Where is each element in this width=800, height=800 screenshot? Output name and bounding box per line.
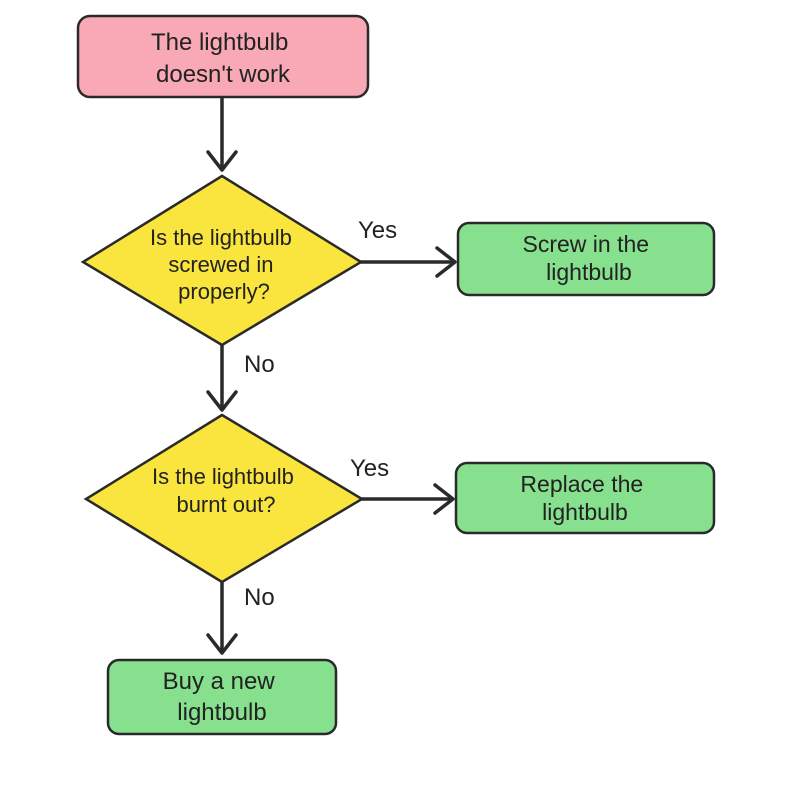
action-screw-in-line2: lightbulb — [546, 259, 632, 285]
edge-label-d2-yes: Yes — [350, 455, 389, 482]
decision-burnt-out-diamond — [83, 413, 365, 584]
start-node: The lightbulb doesn't work — [76, 14, 370, 99]
svg-text:The lightbulb doesn't wo: The lightbulb doesn't work — [151, 29, 295, 88]
start-node-line1: The lightbulb — [151, 29, 288, 56]
decision-screwed-in-diamond — [80, 174, 364, 347]
start-node-line2: doesn't work — [156, 61, 291, 88]
decision-screwed-in-line3: properly? — [178, 279, 270, 304]
decision-burnt-out: Is the lightbulb burnt out? — [83, 413, 365, 584]
decision-screwed-in-line2: screwed in — [168, 252, 273, 277]
decision-burnt-out-line2: burnt out? — [176, 492, 275, 517]
svg-text:Buy a new lightbulb: Buy a new lightbulb — [163, 668, 282, 726]
decision-screwed-in-line1: Is the lightbulb — [150, 225, 292, 250]
edge-label-d1-yes: Yes — [358, 217, 397, 244]
svg-text:Is the lightbulb burnt o: Is the lightbulb burnt out? — [152, 464, 300, 517]
action-replace-line1: Replace the — [520, 471, 643, 497]
action-screw-in-line1: Screw in the — [523, 231, 650, 257]
action-replace-box — [454, 461, 716, 535]
action-buy-new: Buy a new lightbulb — [106, 658, 338, 736]
arrowhead-buy — [206, 633, 238, 655]
arrowhead-screw — [435, 246, 457, 278]
action-screw-in: Screw in the lightbulb — [456, 221, 716, 297]
arrowhead-replace — [433, 483, 455, 515]
action-replace: Replace the lightbulb — [454, 461, 716, 535]
edge-label-d1-no: No — [244, 351, 275, 378]
svg-text:Screw in the lightbulb: Screw in the lightbulb — [523, 231, 656, 285]
decision-burnt-out-line1: Is the lightbulb — [152, 464, 294, 489]
action-buy-new-line2: lightbulb — [177, 699, 266, 726]
action-screw-in-box — [456, 221, 716, 297]
decision-screwed-in: Is the lightbulb screwed in properly? — [80, 174, 364, 347]
action-buy-new-line1: Buy a new — [163, 668, 276, 695]
svg-text:Is the lightbulb screwed: Is the lightbulb screwed in properly? — [150, 225, 298, 304]
arrowhead-decision2 — [206, 390, 238, 412]
action-replace-line2: lightbulb — [542, 499, 628, 525]
svg-text:Replace the lightbulb: Replace the lightbulb — [520, 471, 649, 525]
action-buy-new-box — [106, 658, 338, 736]
start-node-box — [76, 14, 370, 99]
edge-label-d2-no: No — [244, 584, 275, 611]
arrowhead-decision1 — [206, 150, 238, 172]
